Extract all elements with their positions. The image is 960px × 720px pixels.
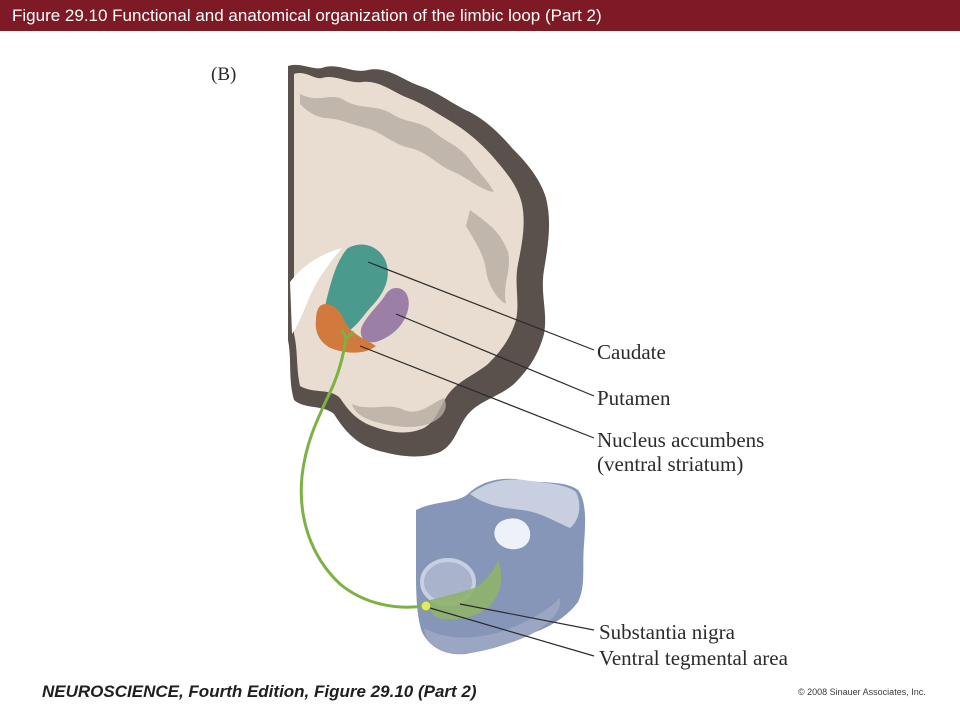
pathway-branch-accumbens bbox=[345, 330, 355, 340]
leader-substantia-nigra bbox=[459, 603, 595, 631]
label-caudate: Caudate bbox=[597, 340, 666, 364]
footer-book-title: NEUROSCIENCE, bbox=[42, 682, 184, 701]
mesolimbic-pathway bbox=[299, 337, 425, 609]
cortex-fold-lower bbox=[352, 398, 446, 428]
leader-putamen bbox=[395, 313, 595, 397]
label-substantia-nigra: Substantia nigra bbox=[599, 620, 735, 644]
label-putamen: Putamen bbox=[597, 386, 671, 410]
label-ventral-tegmental-area: Ventral tegmental area bbox=[599, 646, 788, 670]
footer-figure-ref: Figure 29.10 (Part 2) bbox=[314, 682, 477, 701]
midbrain-tectum bbox=[470, 479, 580, 528]
label-nucleus-accumbens: Nucleus accumbens bbox=[597, 428, 765, 452]
substantia-nigra-region bbox=[429, 560, 502, 620]
panel-label: (B) bbox=[211, 64, 237, 85]
putamen-region bbox=[360, 288, 409, 343]
cerebral-aqueduct bbox=[494, 518, 531, 550]
leader-caudate bbox=[367, 261, 595, 351]
vta-origin-dot bbox=[420, 600, 432, 612]
lateral-ventricle bbox=[290, 248, 342, 334]
slide-title: Figure 29.10 Functional and anatomical o… bbox=[12, 6, 602, 25]
leader-ventral-tegmental-area bbox=[429, 607, 595, 657]
caudate-region bbox=[324, 244, 388, 334]
footer-copyright: © 2008 Sinauer Associates, Inc. bbox=[798, 687, 926, 697]
cerebral-peduncle bbox=[424, 598, 561, 654]
label-ventral-striatum: (ventral striatum) bbox=[597, 452, 744, 476]
leader-nucleus-accumbens bbox=[359, 345, 595, 439]
cortex-fold-side bbox=[466, 210, 509, 304]
nucleus-accumbens-region bbox=[315, 303, 376, 353]
footer-edition: Fourth Edition, bbox=[188, 682, 310, 701]
title-bar: Figure 29.10 Functional and anatomical o… bbox=[0, 0, 960, 31]
cortex-fold-upper bbox=[300, 94, 494, 192]
footer-citation: NEUROSCIENCE, Fourth Edition, Figure 29.… bbox=[42, 682, 477, 702]
